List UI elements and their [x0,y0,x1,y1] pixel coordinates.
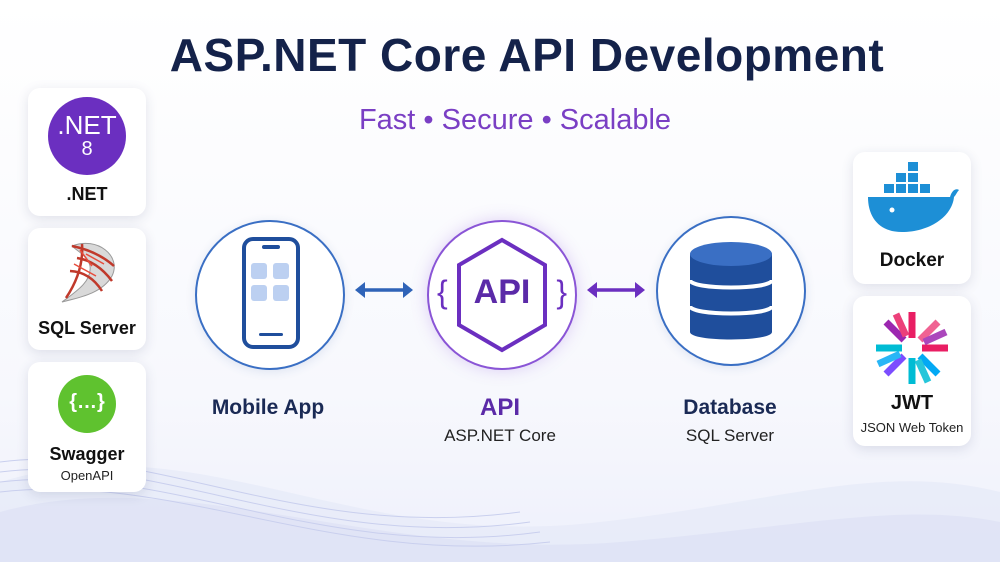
dotnet-badge-text: .NET [57,110,117,140]
page-subtitle: Fast • Secure • Scalable [358,104,672,136]
api-brace-right: } [556,274,567,310]
database-label: Database [683,396,777,419]
sql-server-icon [61,242,115,303]
jwt-sublabel: JSON Web Token [860,420,964,435]
swagger-sublabel: OpenAPI [60,468,114,483]
page-title: ASP.NET Core API Development [169,29,885,81]
api-sublabel: ASP.NET Core [444,426,556,445]
jwt-label: JWT [890,392,934,414]
mobile-app-node [195,220,345,370]
swagger-icon [58,375,116,433]
dotnet-label: .NET [66,184,108,204]
swagger-label: Swagger [49,444,125,464]
database-sublabel: SQL Server [685,426,775,445]
jwt-card: JWT JSON Web Token [853,296,971,446]
dotnet-icon [48,97,126,175]
sql-server-card: SQL Server [28,228,146,350]
swagger-card: {…} Swagger OpenAPI [28,362,146,492]
bidirectional-arrow-icon [355,282,413,298]
api-brace-left: { [437,274,448,310]
api-icon-text: API [473,273,531,311]
database-node [656,216,806,366]
dotnet-card: .NET 8 .NET [28,88,146,216]
swagger-icon-text: {…} [69,391,105,413]
database-icon [688,242,774,340]
api-node: { API } [427,220,577,370]
api-label: API [479,394,520,421]
sql-server-label: SQL Server [38,318,136,338]
jwt-icon [876,312,948,384]
docker-whale-icon [868,162,959,232]
docker-card: Docker [853,152,971,284]
bidirectional-arrow-icon [587,282,645,298]
api-hexagon-icon [457,237,547,353]
smartphone-icon [242,237,300,349]
docker-label: Docker [879,250,945,271]
dotnet-version: 8 [81,138,93,160]
mobile-app-label: Mobile App [211,396,325,419]
